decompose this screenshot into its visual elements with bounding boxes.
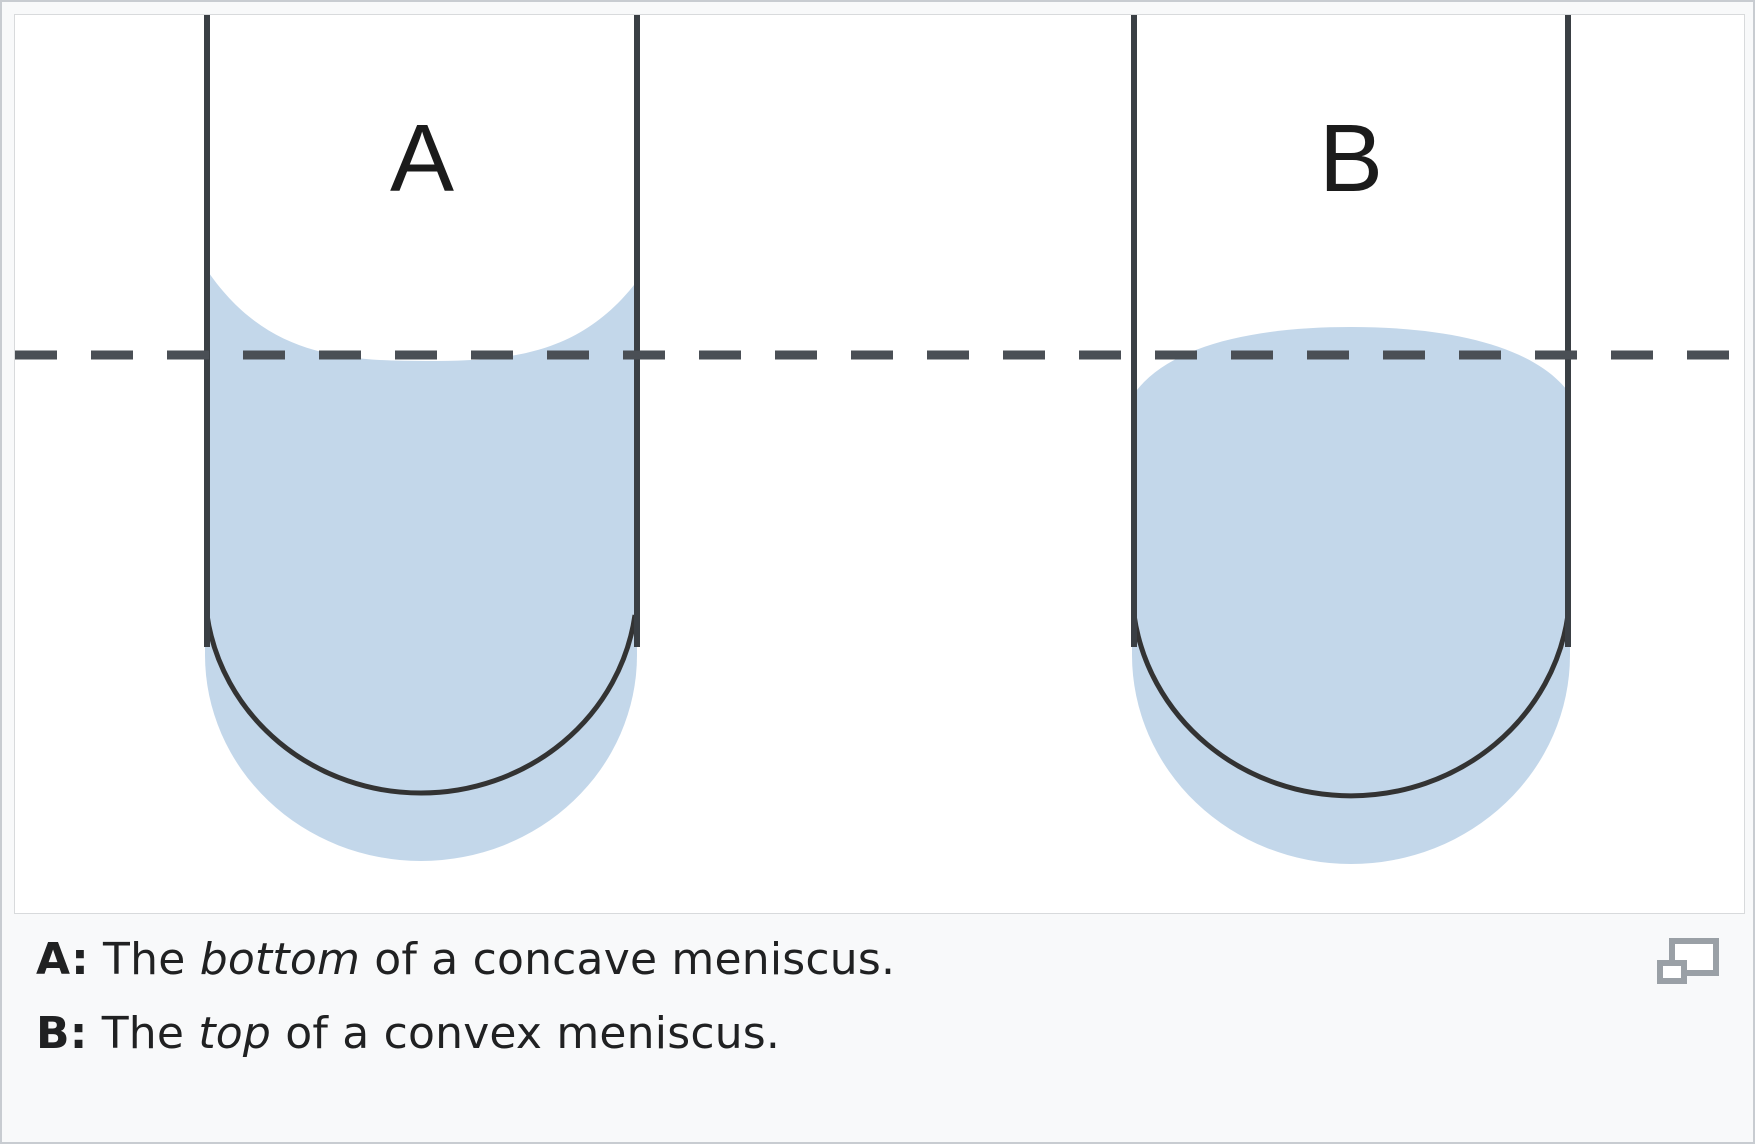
caption-a-pre: The [88, 934, 200, 985]
caption-a-key: A: [36, 934, 89, 985]
meniscus-diagram: A B [15, 15, 1744, 864]
caption-b-key: B: [36, 1008, 88, 1059]
tube-a-liquid-fill [205, 251, 637, 861]
tube-a-group: A [204, 15, 640, 861]
caption-a-post: of a concave meniscus. [360, 934, 896, 985]
caption-b-post: of a convex meniscus. [271, 1008, 781, 1059]
enlarge-image-icon[interactable] [1657, 936, 1719, 990]
tube-a-liquid-clip [205, 251, 637, 861]
caption-line-b: B: The top of a convex meniscus. [36, 1012, 1735, 1056]
caption-b-pre: The [87, 1008, 199, 1059]
tube-a-label: A [390, 105, 454, 212]
tube-b-label: B [1319, 105, 1383, 212]
tube-b-liquid-clip [1132, 327, 1570, 864]
caption-line-a: A: The bottom of a concave meniscus. [36, 938, 1735, 982]
caption-b-emphasis: top [198, 1008, 272, 1059]
tube-a-bottom-outline [204, 614, 638, 796]
tube-b-bottom-outline [1131, 614, 1571, 799]
diagram-image-frame[interactable]: A B [14, 14, 1745, 914]
figure-caption: A: The bottom of a concave meniscus. B: … [14, 920, 1745, 1130]
tube-b-liquid-fill [1132, 327, 1570, 864]
tube-b-group: B [1131, 15, 1571, 864]
caption-a-emphasis: bottom [199, 934, 361, 985]
